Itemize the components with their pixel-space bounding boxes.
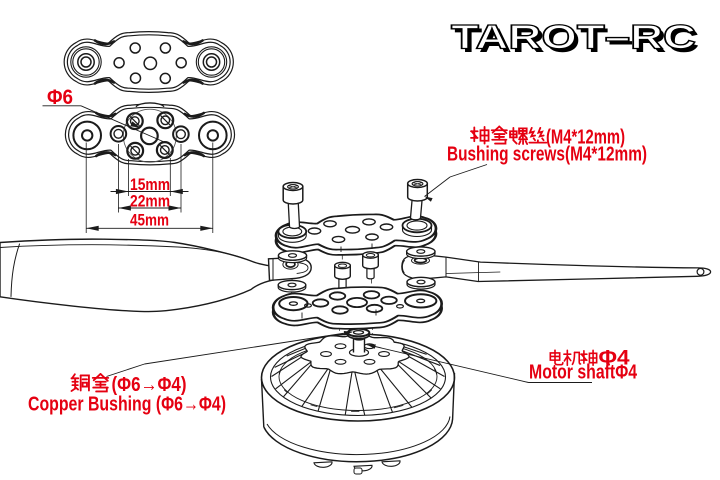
svg-text:45mm: 45mm [130, 211, 169, 229]
svg-text:TAROT–RC: TAROT–RC [454, 22, 699, 60]
svg-text:Motor shaftΦ4: Motor shaftΦ4 [529, 362, 638, 384]
svg-text:Φ6: Φ6 [47, 86, 73, 109]
svg-text:15mm: 15mm [130, 176, 170, 194]
svg-text:Copper Bushing (Φ6→Φ4): Copper Bushing (Φ6→Φ4) [28, 394, 226, 416]
svg-text:22mm: 22mm [130, 192, 170, 210]
svg-text:Φ4: Φ4 [599, 347, 630, 370]
svg-text:(M4*12mm): (M4*12mm) [546, 127, 625, 149]
svg-text:(Φ6→Φ4): (Φ6→Φ4) [112, 374, 187, 396]
svg-text:TAROT–RC: TAROT–RC [451, 19, 696, 57]
svg-text:Bushing screws(M4*12mm): Bushing screws(M4*12mm) [447, 144, 647, 166]
